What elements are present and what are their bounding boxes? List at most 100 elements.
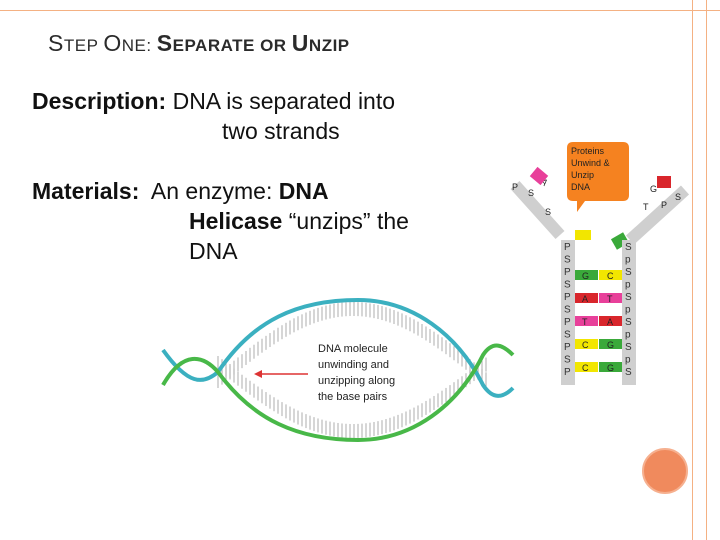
base-right-letter: T xyxy=(607,294,613,304)
materials-text: “unzips” the xyxy=(282,208,409,234)
title-part: EPARATE xyxy=(172,36,261,55)
base-left-block xyxy=(575,316,598,326)
red-nucleotide xyxy=(657,176,671,188)
left-backbone-letter: S xyxy=(564,280,571,291)
right-backbone xyxy=(622,240,636,385)
base-left-block xyxy=(575,293,598,303)
frame-top-line xyxy=(0,10,720,11)
title-part: U xyxy=(291,30,309,56)
base-left-block xyxy=(575,362,598,372)
right-backbone-letter: p xyxy=(625,280,631,291)
left-backbone-letter: S xyxy=(564,355,571,366)
base-right-block xyxy=(599,362,622,372)
helicase-fork-diagram: Proteins Unwind & Unzip DNA A S P S T P … xyxy=(510,142,690,385)
description-label: Description: xyxy=(32,88,167,114)
description-paragraph: Description: DNA is separated into two s… xyxy=(32,86,502,146)
title-part: NZIP xyxy=(308,36,350,55)
base-right-block xyxy=(599,293,622,303)
materials-bold: DNA xyxy=(278,178,329,204)
decorative-circle xyxy=(642,448,688,494)
dna-unzipping-diagram: DNA molecule unwinding and unzipping alo… xyxy=(161,297,515,443)
pink-nucleotide xyxy=(529,166,549,186)
title-part: NE: xyxy=(121,36,157,55)
title-part: S xyxy=(156,30,173,56)
yellow-nucleotide xyxy=(575,230,591,240)
left-backbone xyxy=(561,240,575,385)
left-backbone-letter: P xyxy=(564,267,571,278)
label-bubble xyxy=(567,142,629,212)
green-strand xyxy=(161,343,515,443)
description-text: DNA is separated into xyxy=(172,88,396,114)
base-left-letter: G xyxy=(582,271,589,281)
base-left-letter: C xyxy=(582,340,589,350)
bubble-text-line: Unzip xyxy=(571,170,594,180)
base-right-block xyxy=(599,316,622,326)
base-right-letter: A xyxy=(607,317,613,327)
base-left-letter: C xyxy=(582,363,589,373)
base-left-letter: A xyxy=(582,294,588,304)
frame-right-line-outer xyxy=(706,0,707,540)
arrow-head xyxy=(254,370,262,378)
left-backbone-letter: P xyxy=(564,292,571,303)
materials-line-2: Helicase “unzips” the xyxy=(32,206,502,236)
base-right-letter: C xyxy=(607,271,614,281)
materials-line-1: Materials: An enzyme: DNA xyxy=(32,176,502,206)
base-right-block xyxy=(599,339,622,349)
right-backbone-letter: p xyxy=(625,355,631,366)
base-right-letter: G xyxy=(607,340,614,350)
bubble-text-line: DNA xyxy=(571,182,590,192)
materials-text: An enzyme: xyxy=(150,178,279,204)
base-pair-rows: G C A T T A C G C G xyxy=(575,270,622,373)
title-part: S xyxy=(48,30,64,56)
fork-right-arm xyxy=(625,185,690,245)
left-backbone-letter: P xyxy=(564,342,571,353)
blue-strand xyxy=(161,297,515,398)
right-backbone-letter: S xyxy=(625,242,632,253)
top-right-letter: T xyxy=(643,202,649,212)
base-right-block xyxy=(599,270,622,280)
dna-caption-line: the base pairs xyxy=(318,391,388,403)
top-left-letter: A xyxy=(539,176,550,187)
base-left-block xyxy=(575,270,598,280)
right-backbone-letter: p xyxy=(625,255,631,266)
right-backbone-letter: S xyxy=(625,367,632,378)
left-backbone-letter: P xyxy=(564,317,571,328)
right-backbone-letter: S xyxy=(625,342,632,353)
base-right-letter: G xyxy=(607,363,614,373)
left-backbone-letter: P xyxy=(564,367,571,378)
top-left-letter: S xyxy=(528,188,534,198)
top-right-letter: P xyxy=(661,200,667,210)
helicase-term: Helicase xyxy=(189,208,283,234)
bubble-text-line: Proteins xyxy=(571,146,605,156)
slide-title: STEP ONE: SEPARATE OR UNZIP xyxy=(48,30,350,57)
base-left-letter: T xyxy=(582,317,588,327)
right-backbone-letter: S xyxy=(625,317,632,328)
materials-paragraph: Materials: An enzyme: DNA Helicase “unzi… xyxy=(32,176,502,266)
base-left-block xyxy=(575,339,598,349)
description-line-2: two strands xyxy=(222,118,340,144)
slide-body: Description: DNA is separated into two s… xyxy=(32,86,502,296)
right-backbone-letter: p xyxy=(625,330,631,341)
materials-line-3: DNA xyxy=(189,238,238,264)
title-part: O xyxy=(103,30,122,56)
left-backbone-letter: S xyxy=(564,305,571,316)
right-backbone-letter: S xyxy=(625,292,632,303)
top-left-letter: P xyxy=(512,182,518,192)
green-nucleotide xyxy=(610,232,630,250)
title-part: TEP xyxy=(63,36,104,55)
left-backbone-letter: P xyxy=(564,242,571,253)
description-line-1: Description: DNA is separated into xyxy=(32,86,502,116)
dna-caption-line: unwinding and xyxy=(318,359,389,371)
top-right-letter: G xyxy=(650,184,657,194)
dna-caption-line: DNA molecule xyxy=(318,343,388,355)
materials-label: Materials: xyxy=(32,178,140,204)
left-backbone-letter: S xyxy=(564,255,571,266)
right-backbone-letter: p xyxy=(625,305,631,316)
bubble-text-line: Unwind & xyxy=(571,158,610,168)
dna-caption-line: unzipping along xyxy=(318,375,395,387)
right-backbone-letter: S xyxy=(625,267,632,278)
title-part: OR xyxy=(260,36,292,55)
top-left-letter: S xyxy=(545,207,551,217)
fork-left-arm xyxy=(510,180,565,240)
